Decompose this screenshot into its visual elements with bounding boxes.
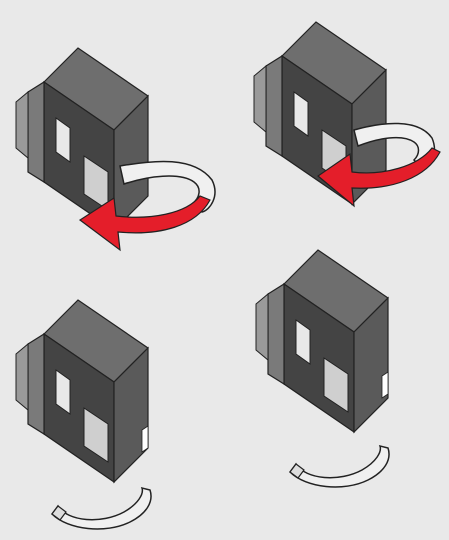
- removed-tape-bottom-left: [51, 487, 152, 530]
- cartridge-bottom-left: [15, 299, 149, 483]
- tape-strip: [119, 160, 216, 213]
- cartridge-bottom-right: [255, 249, 389, 433]
- red-curved-arrow-right: [317, 147, 441, 208]
- removed-tape-bottom-right: [289, 445, 390, 488]
- red-curved-arrow-left: [78, 195, 211, 252]
- cartridge-top-left: [15, 47, 216, 231]
